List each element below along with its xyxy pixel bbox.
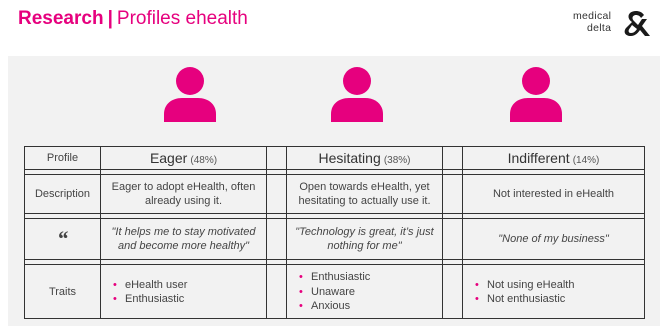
trait-item: Anxious bbox=[297, 299, 370, 314]
profile-header-eager: Eager (48%) bbox=[100, 145, 267, 171]
profile-percent: (48%) bbox=[190, 155, 218, 166]
logo-word-medical: medical bbox=[573, 10, 612, 22]
traits-list: Enthusiastic Unaware Anxious bbox=[297, 270, 370, 313]
row-label-traits: Traits bbox=[24, 264, 101, 320]
profile-header-hesitating: Hesitating (38%) bbox=[286, 145, 443, 171]
traits-cell: Enthusiastic Unaware Anxious bbox=[286, 264, 443, 320]
page-title: Research|Profiles ehealth bbox=[18, 8, 248, 30]
quote-cell: "Technology is great, it’s just nothing … bbox=[286, 218, 443, 261]
description-cell: Open towards eHealth, yet hesitating to … bbox=[286, 174, 443, 215]
row-label-quote: “ bbox=[24, 218, 101, 261]
column-gap bbox=[266, 174, 287, 215]
column-gap bbox=[442, 174, 463, 215]
person-icon bbox=[510, 67, 562, 122]
row-label-profile: Profile bbox=[24, 145, 101, 171]
traits-cell: Not using eHealth Not enthusiastic bbox=[462, 264, 645, 320]
profile-header-indifferent: Indifferent (14%) bbox=[462, 145, 645, 171]
profile-percent: (38%) bbox=[383, 155, 411, 166]
profile-name: Eager bbox=[149, 150, 188, 166]
trait-item: eHealth user bbox=[111, 278, 187, 293]
profile-percent: (14%) bbox=[572, 155, 600, 166]
logo-word-delta: delta bbox=[587, 22, 612, 34]
column-gap bbox=[266, 145, 287, 171]
trait-item: Enthusiastic bbox=[297, 270, 370, 285]
column-gap bbox=[442, 145, 463, 171]
quote-cell: "None of my business" bbox=[462, 218, 645, 261]
trait-item: Not using eHealth bbox=[473, 278, 574, 293]
title-section: Research bbox=[18, 8, 104, 29]
title-topic: Profiles ehealth bbox=[116, 8, 248, 29]
traits-list: eHealth user Enthusiastic bbox=[111, 278, 187, 307]
description-row: Description Eager to adopt eHealth, ofte… bbox=[24, 174, 645, 215]
quote-row: “ "It helps me to stay motivated and bec… bbox=[24, 218, 645, 261]
profile-row: Profile Eager (48%) Hesitating (38%) Ind… bbox=[24, 145, 645, 171]
description-cell: Not interested in eHealth bbox=[462, 174, 645, 215]
quote-mark-icon: “ bbox=[57, 226, 68, 252]
trait-item: Enthusiastic bbox=[111, 292, 187, 307]
quote-cell: "It helps me to stay motivated and becom… bbox=[100, 218, 267, 261]
ampersand-logo-icon bbox=[624, 11, 650, 36]
description-cell: Eager to adopt eHealth, often already us… bbox=[100, 174, 267, 215]
traits-row: Traits eHealth user Enthusiastic Enthusi… bbox=[24, 264, 645, 320]
medical-delta-logo: medical delta bbox=[570, 8, 650, 38]
person-icon bbox=[331, 67, 383, 122]
column-gap bbox=[442, 264, 463, 320]
column-gap bbox=[442, 218, 463, 261]
traits-cell: eHealth user Enthusiastic bbox=[100, 264, 267, 320]
profile-name: Hesitating bbox=[318, 150, 381, 166]
person-icon bbox=[164, 67, 216, 122]
profiles-table: Profile Eager (48%) Hesitating (38%) Ind… bbox=[24, 145, 645, 320]
title-separator: | bbox=[107, 8, 113, 29]
column-gap bbox=[266, 218, 287, 261]
row-label-description: Description bbox=[24, 174, 101, 215]
traits-list: Not using eHealth Not enthusiastic bbox=[473, 278, 574, 307]
profile-name: Indifferent bbox=[507, 150, 570, 166]
trait-item: Unaware bbox=[297, 285, 370, 300]
trait-item: Not enthusiastic bbox=[473, 292, 574, 307]
column-gap bbox=[266, 264, 287, 320]
